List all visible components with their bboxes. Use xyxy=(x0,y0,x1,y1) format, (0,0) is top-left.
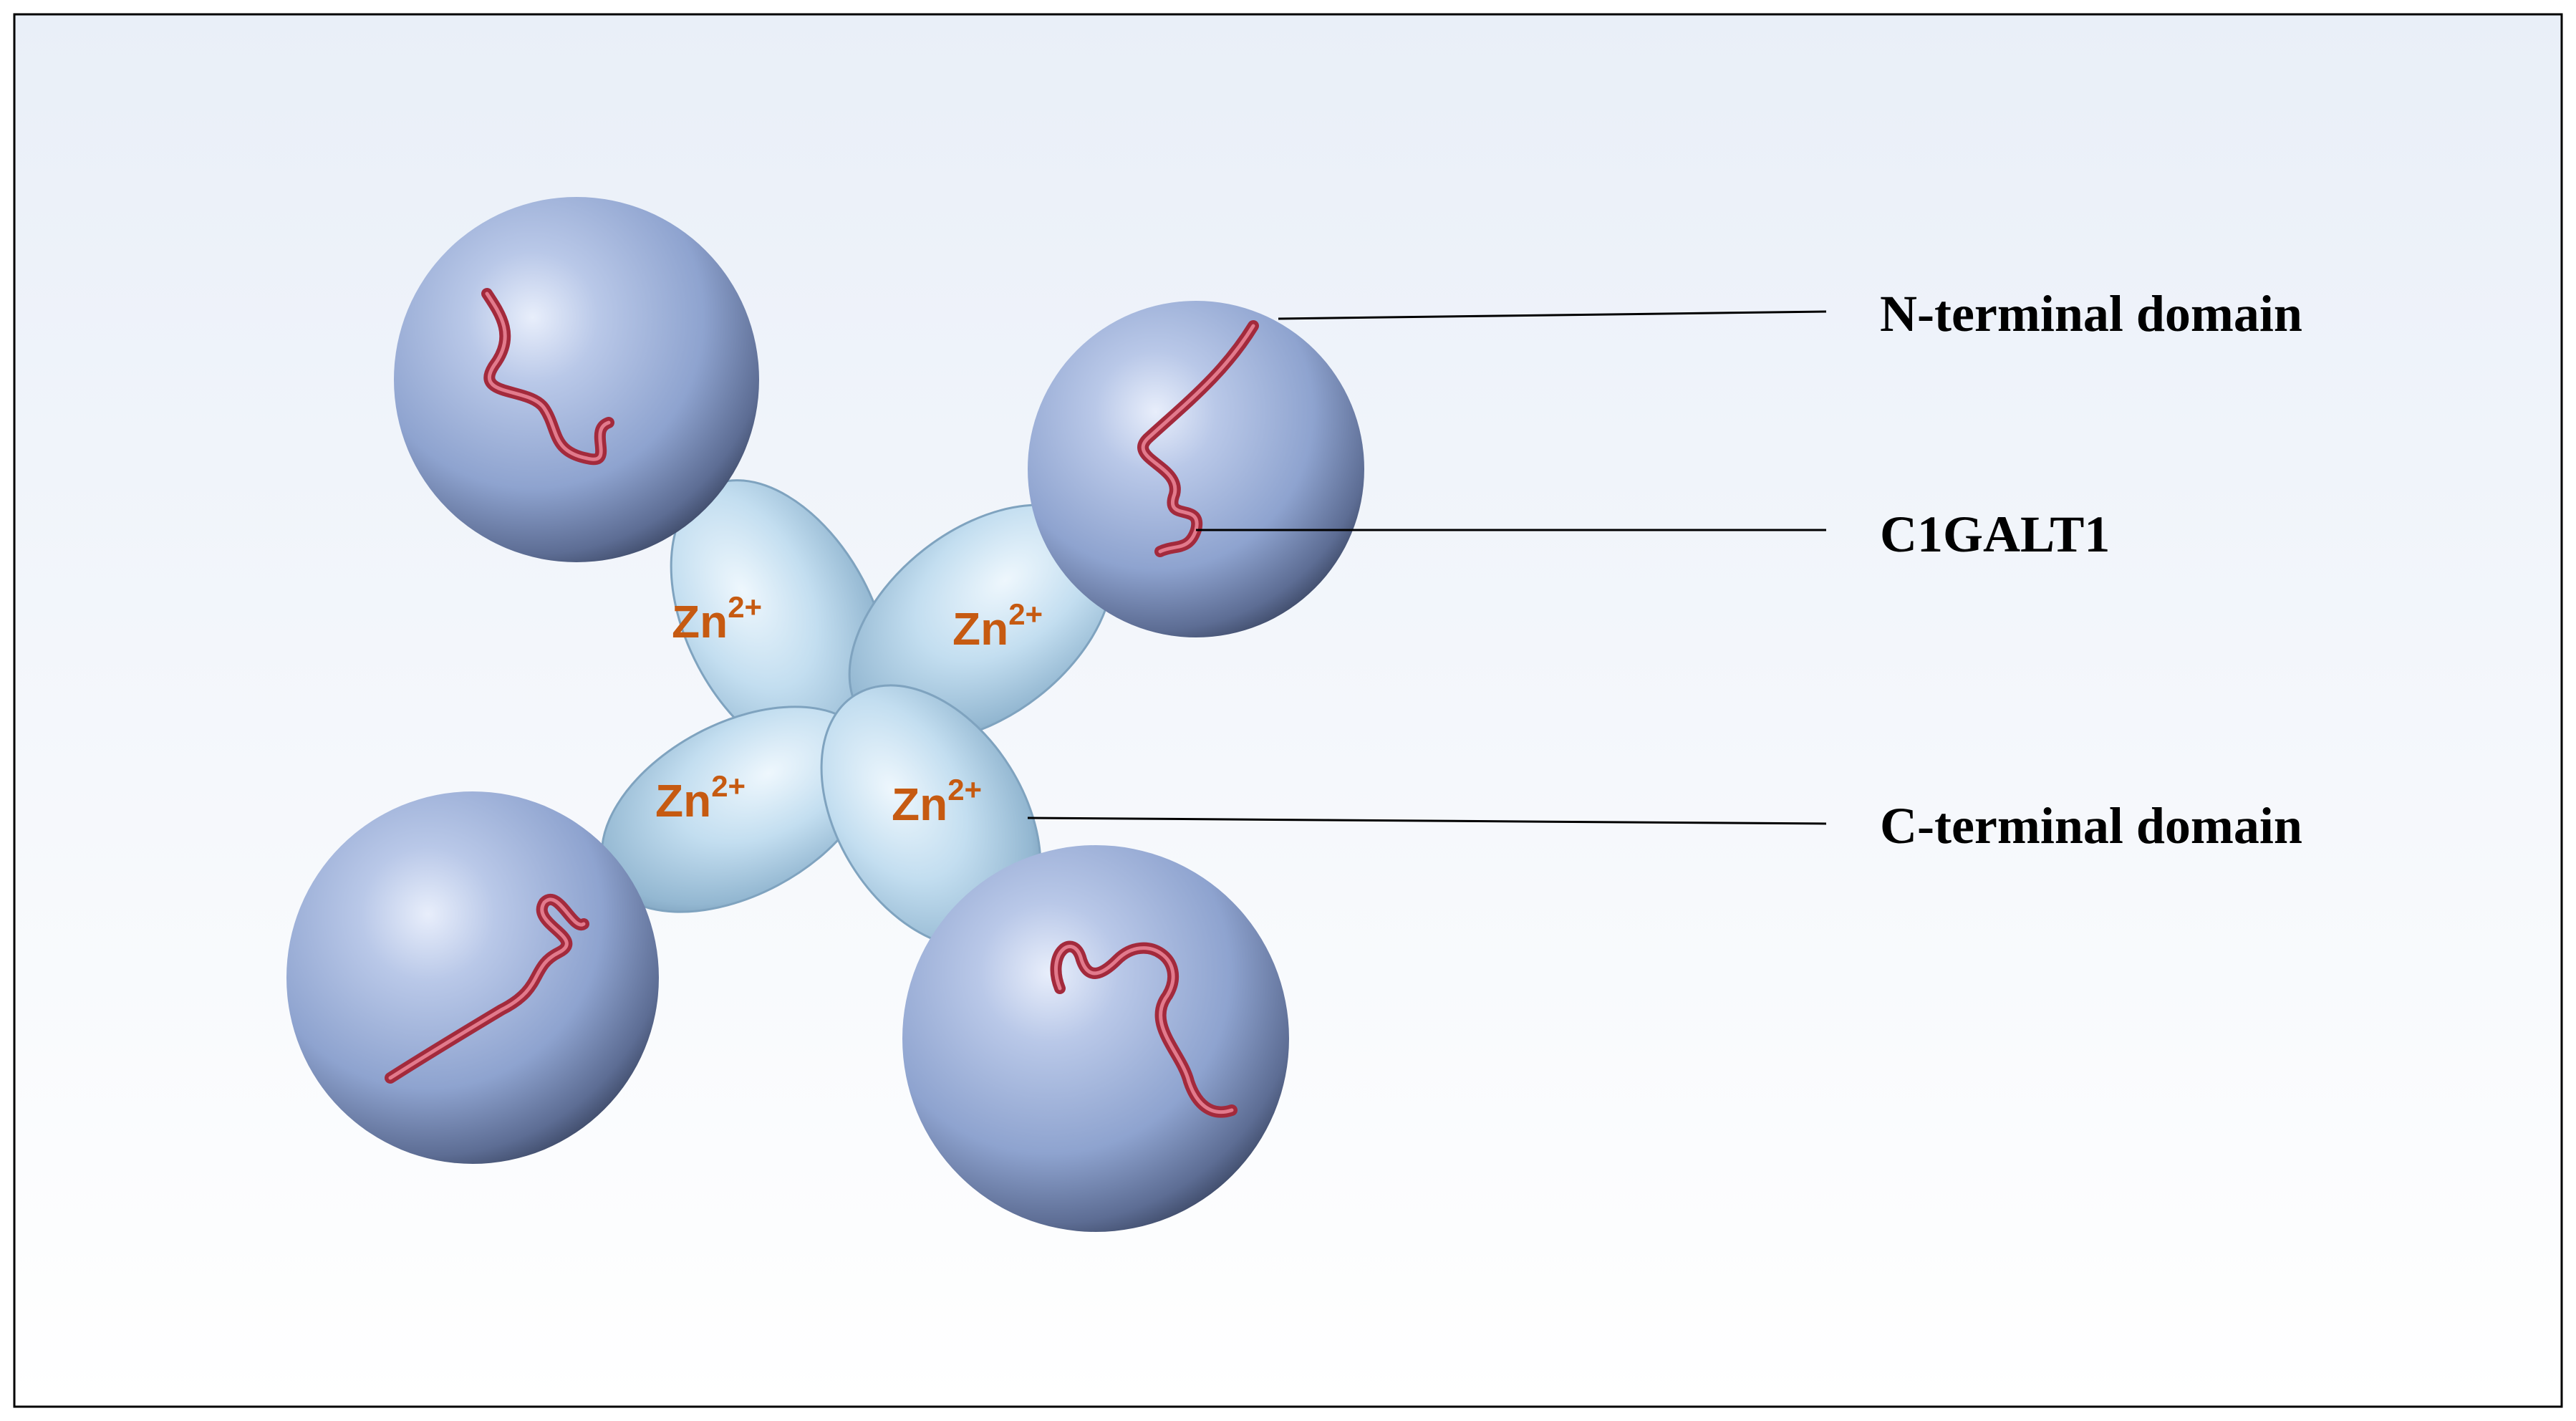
zinc-ion-label: Zn2+ xyxy=(892,773,982,830)
sphere-bottom-right xyxy=(902,845,1289,1232)
sphere-top-right xyxy=(1028,301,1364,637)
zinc-ion-label: Zn2+ xyxy=(952,597,1043,655)
sphere-top-left xyxy=(394,197,759,562)
label-n-terminal-domain: N-terminal domain xyxy=(1880,285,2302,342)
leader-line-n-terminal xyxy=(1278,310,1827,320)
zinc-ion-label: Zn2+ xyxy=(672,590,762,647)
zinc-ion-label: Zn2+ xyxy=(655,769,746,827)
label-c1galt1: C1GALT1 xyxy=(1880,506,2110,563)
label-c-terminal-domain: C-terminal domain xyxy=(1880,797,2302,854)
sphere-bottom-left xyxy=(286,791,659,1164)
leader-line-c-terminal xyxy=(1027,817,1827,825)
frame-border xyxy=(13,13,2563,1408)
